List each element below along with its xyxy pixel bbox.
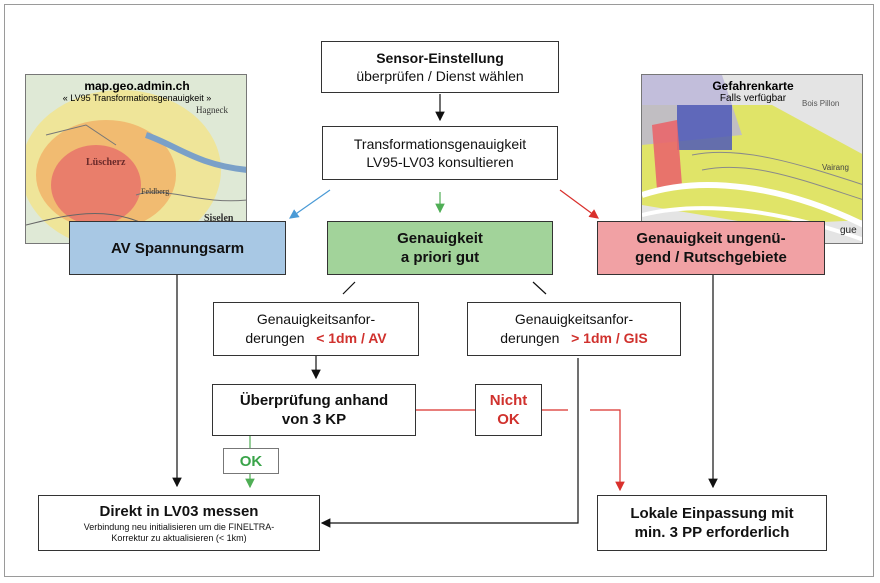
measure-lv03-title: Direkt in LV03 messen [99,502,259,520]
map-label-bois-pillon: Bois Pillon [802,99,840,108]
requirements-gis-box: Genauigkeitsanfor- derungen > 1dm / GIS [467,302,681,356]
accuracy-good-box: Genauigkeit a priori gut [327,221,553,275]
requirements-av-line1: Genauigkeitsanfor- [256,311,376,327]
arrow-reqright-direct [320,358,579,528]
transformation-accuracy-box: Transformationsgenauigkeit LV95-LV03 kon… [322,126,558,180]
requirements-av-prefix: derungen [245,330,305,346]
map-label-vairang: Vairang [822,163,849,172]
measure-lv03-note1: Verbindung neu initialisieren um die FIN… [83,521,275,532]
map-geo-admin-title: map.geo.admin.ch [84,79,190,93]
sensor-settings-title: Sensor-Einstellung [376,50,504,66]
accuracy-insufficient-line2: gend / Rutschgebiete [635,249,787,266]
gefahrenkarte-image [642,75,862,243]
local-fit-box: Lokale Einpassung mit min. 3 PP erforder… [597,495,827,551]
arrow-trafo-bad [559,189,599,219]
map-label-siselen: Siselen [204,213,234,224]
requirements-gis-line1: Genauigkeitsanfor- [514,311,634,327]
map-label-gue: gue [840,225,857,236]
requirements-av-box: Genauigkeitsanfor- derungen < 1dm / AV [213,302,419,356]
line-good-reqleft [342,281,356,295]
av-low-tension-label: AV Spannungsarm [110,239,245,257]
check-3kp-box: Überprüfung anhand von 3 KP [212,384,416,436]
requirements-gis-value: > 1dm / GIS [571,330,648,346]
arrow-nichtok-local [590,409,625,492]
local-fit-line1: Lokale Einpassung mit [630,505,794,522]
gefahrenkarte-thumbnail: Gefahrenkarte Falls verfügbar Bois Pillo… [641,74,863,244]
map-geo-admin-image [26,75,246,243]
not-ok-line1: Nicht [489,392,528,409]
gefahrenkarte-title: Gefahrenkarte [712,79,794,93]
transformation-accuracy-line2: LV95-LV03 konsultieren [366,154,514,170]
check-3kp-line2: von 3 KP [281,411,347,428]
sensor-settings-box: Sensor-Einstellung überprüfen / Dienst w… [321,41,559,93]
transformation-accuracy-line1: Transformationsgenauigkeit [353,136,527,152]
arrow-trafo-av [289,189,331,219]
ok-box: OK [223,448,279,474]
not-ok-line2: OK [497,411,520,428]
sensor-settings-text: überprüfen / Dienst wählen [356,68,524,84]
map-label-luescherz: Lüscherz [86,157,126,168]
measure-lv03-note2: Korrektur zu aktualisieren (< 1km) [111,532,247,543]
requirements-gis-prefix: derungen [500,330,560,346]
diagram-frame [4,4,874,577]
not-ok-box: Nicht OK [475,384,542,436]
map-label-hagneck: Hagneck [196,105,228,115]
measure-lv03-box: Direkt in LV03 messen Verbindung neu ini… [38,495,320,551]
gefahrenkarte-subtitle: Falls verfügbar [719,93,787,104]
map-geo-admin-thumbnail: map.geo.admin.ch « LV95 Transformationsg… [25,74,247,244]
map-geo-admin-subtitle: « LV95 Transformationsgenauigkeit » [62,93,212,103]
line-good-reqright [532,281,547,295]
map-label-feldberg: Feldberg [141,187,170,196]
requirements-av-value: < 1dm / AV [316,330,387,346]
accuracy-good-line2: a priori gut [400,249,480,266]
accuracy-insufficient-line1: Genauigkeit ungenü- [636,230,786,247]
accuracy-insufficient-box: Genauigkeit ungenü- gend / Rutschgebiete [597,221,825,275]
ok-label: OK [239,452,263,470]
av-low-tension-box: AV Spannungsarm [69,221,286,275]
accuracy-good-line1: Genauigkeit [397,230,483,247]
local-fit-line2: min. 3 PP erforderlich [634,524,790,541]
check-3kp-line1: Überprüfung anhand [239,392,389,409]
